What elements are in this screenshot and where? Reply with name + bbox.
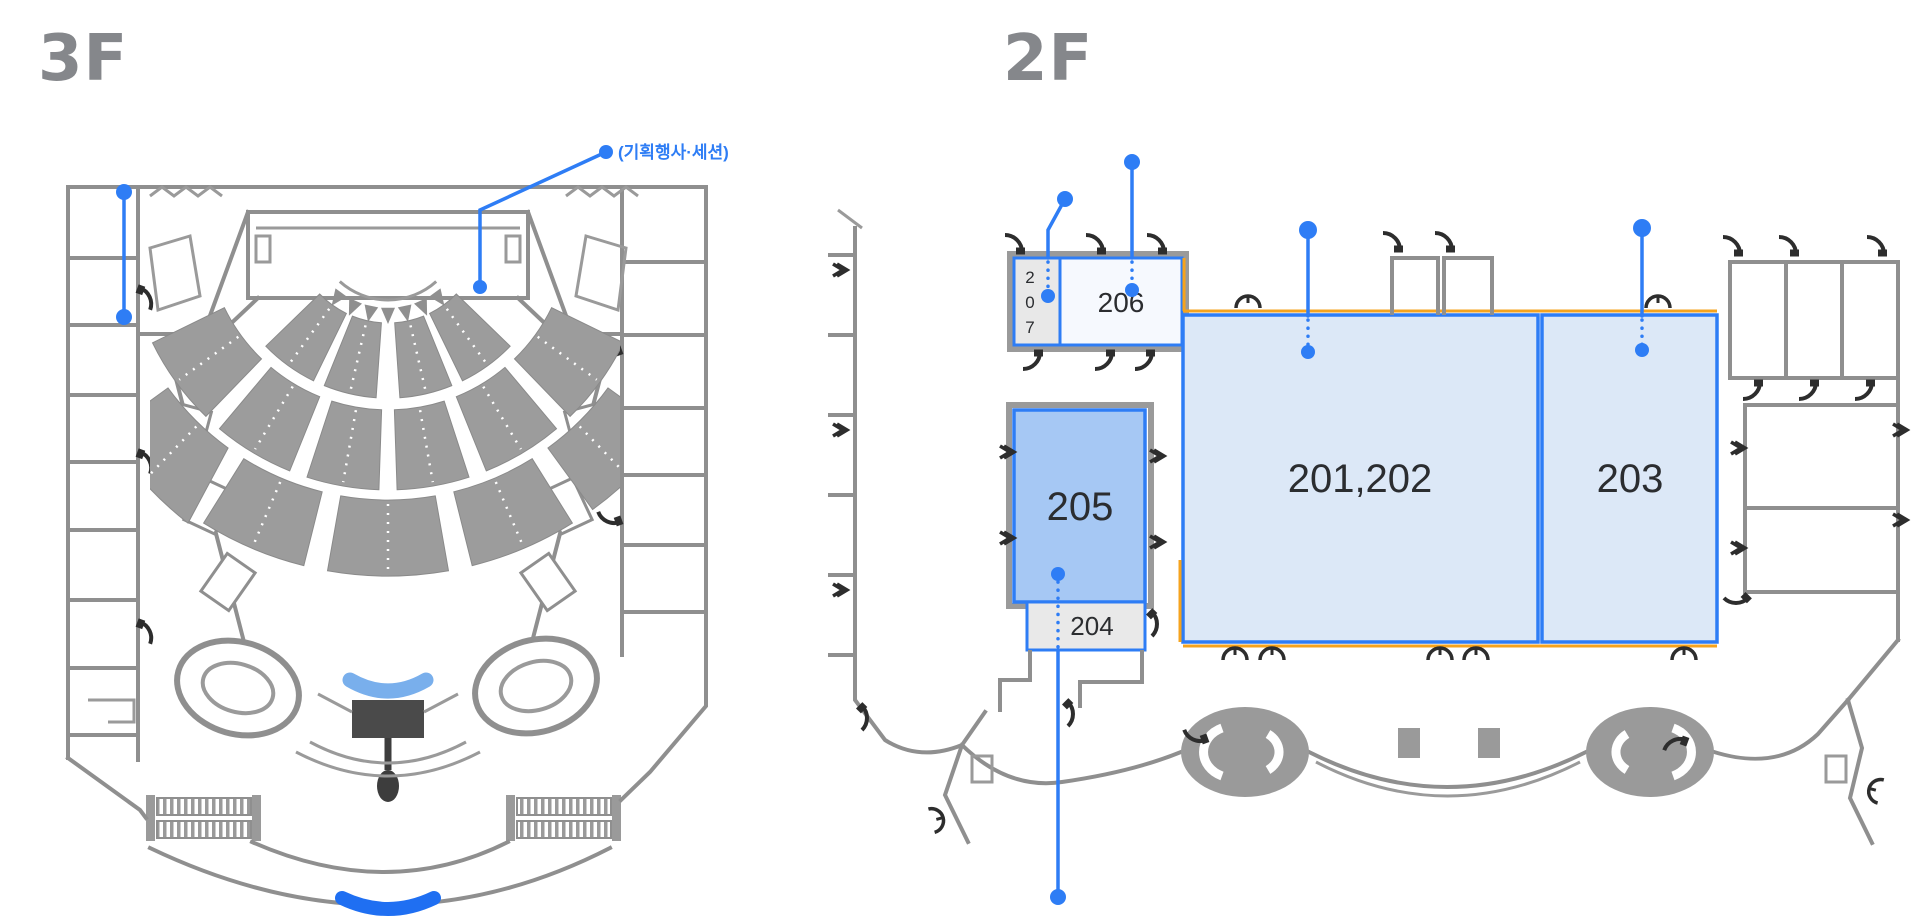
door-icon [129, 282, 160, 312]
stage [246, 210, 530, 300]
left-column-detail [88, 698, 136, 724]
room-203-label: 203 [1597, 457, 1664, 501]
lobby-arc-inner [249, 839, 511, 874]
sliding-door-icon [831, 262, 849, 278]
room-204[interactable] [1025, 600, 1147, 652]
room-207[interactable] [1012, 256, 1062, 347]
stair-connect-walls [65, 656, 708, 821]
leader-room-206 [1124, 154, 1140, 297]
room-207-digit: 2 [1025, 268, 1034, 287]
room-207-digit: 7 [1025, 318, 1034, 337]
leader-room-207 [1041, 191, 1073, 303]
rear-corner-rooms [148, 234, 628, 312]
accordion-door-icon [149, 185, 223, 198]
double-door-icon [1670, 646, 1698, 662]
proscenium-walls [136, 209, 624, 336]
stairs-hatched [146, 795, 621, 841]
room-203[interactable] [1540, 313, 1719, 644]
leader-3f-annotation [473, 145, 613, 294]
top-bump-rooms [1390, 256, 1494, 315]
booth-side-walls [317, 692, 459, 714]
stage-apron-arc [338, 280, 438, 302]
room-206[interactable] [1058, 256, 1184, 347]
room-201-202[interactable] [1181, 313, 1540, 644]
floor-2f-title: 2F [1003, 22, 1094, 96]
double-door-icon [1221, 646, 1249, 662]
apron-sawtooth [331, 288, 445, 324]
double-door-icon [1462, 646, 1490, 662]
floor-2f-plan: 2 0 7 206 205 204 201,202 [828, 154, 1909, 905]
double-door-icon [1426, 646, 1454, 662]
right-room-complex [1721, 235, 1909, 703]
lobby-arc-outer [147, 845, 613, 907]
room-207-digit: 0 [1025, 293, 1034, 312]
entrance-highlight [335, 891, 441, 916]
left-column-dividers [66, 256, 140, 737]
floor-3f-plan: (기획행사·세션) [65, 143, 729, 916]
right-column-dividers [620, 260, 708, 614]
door-icon [1093, 347, 1117, 371]
sliding-door-icon [831, 422, 849, 438]
spiral-stair-oval [174, 637, 302, 739]
room-205-label: 205 [1047, 485, 1114, 529]
spiral-stair-oval [1181, 707, 1309, 797]
door-icon [1021, 347, 1045, 371]
hall-outer-wall [66, 185, 708, 760]
seating-bowl [150, 293, 620, 577]
sliding-door-icon [831, 582, 849, 598]
accordion-door-icon [565, 185, 639, 198]
left-corridor-wall [853, 226, 965, 755]
double-door-icon [1234, 294, 1262, 310]
orange-trim [1178, 258, 1717, 648]
room-201-202-label: 201,202 [1288, 457, 1433, 501]
room-205[interactable] [1012, 408, 1147, 604]
booth-camera [377, 770, 399, 802]
annotation-label: (기획행사·세션) [618, 143, 729, 162]
door-icon [596, 503, 626, 533]
spiral-stair-oval [472, 635, 600, 737]
door-icon [1433, 231, 1457, 255]
floor-3f-title: 3F [38, 22, 129, 96]
leader-room-205 [1050, 567, 1066, 905]
booth-highlight [342, 672, 434, 699]
left-corridor-diag [837, 208, 863, 230]
room-204-label: 204 [1070, 611, 1113, 641]
left-corridor-ticks [828, 253, 857, 657]
railing-arcs [295, 740, 481, 778]
concourse [926, 697, 1886, 846]
elevator [1478, 728, 1500, 758]
leader-room-201-202 [1299, 221, 1317, 359]
double-door-icon [1258, 646, 1286, 662]
elevator [1398, 728, 1420, 758]
spiral-stair-oval [1586, 707, 1714, 797]
control-booth [352, 700, 424, 738]
leader-3f-left [116, 184, 132, 325]
double-door-icon [1644, 294, 1672, 310]
door-icon [1133, 347, 1157, 371]
below-204-walls [998, 650, 1144, 712]
door-icon [1381, 231, 1405, 255]
leader-room-203 [1633, 219, 1651, 357]
door-icon [129, 616, 160, 646]
